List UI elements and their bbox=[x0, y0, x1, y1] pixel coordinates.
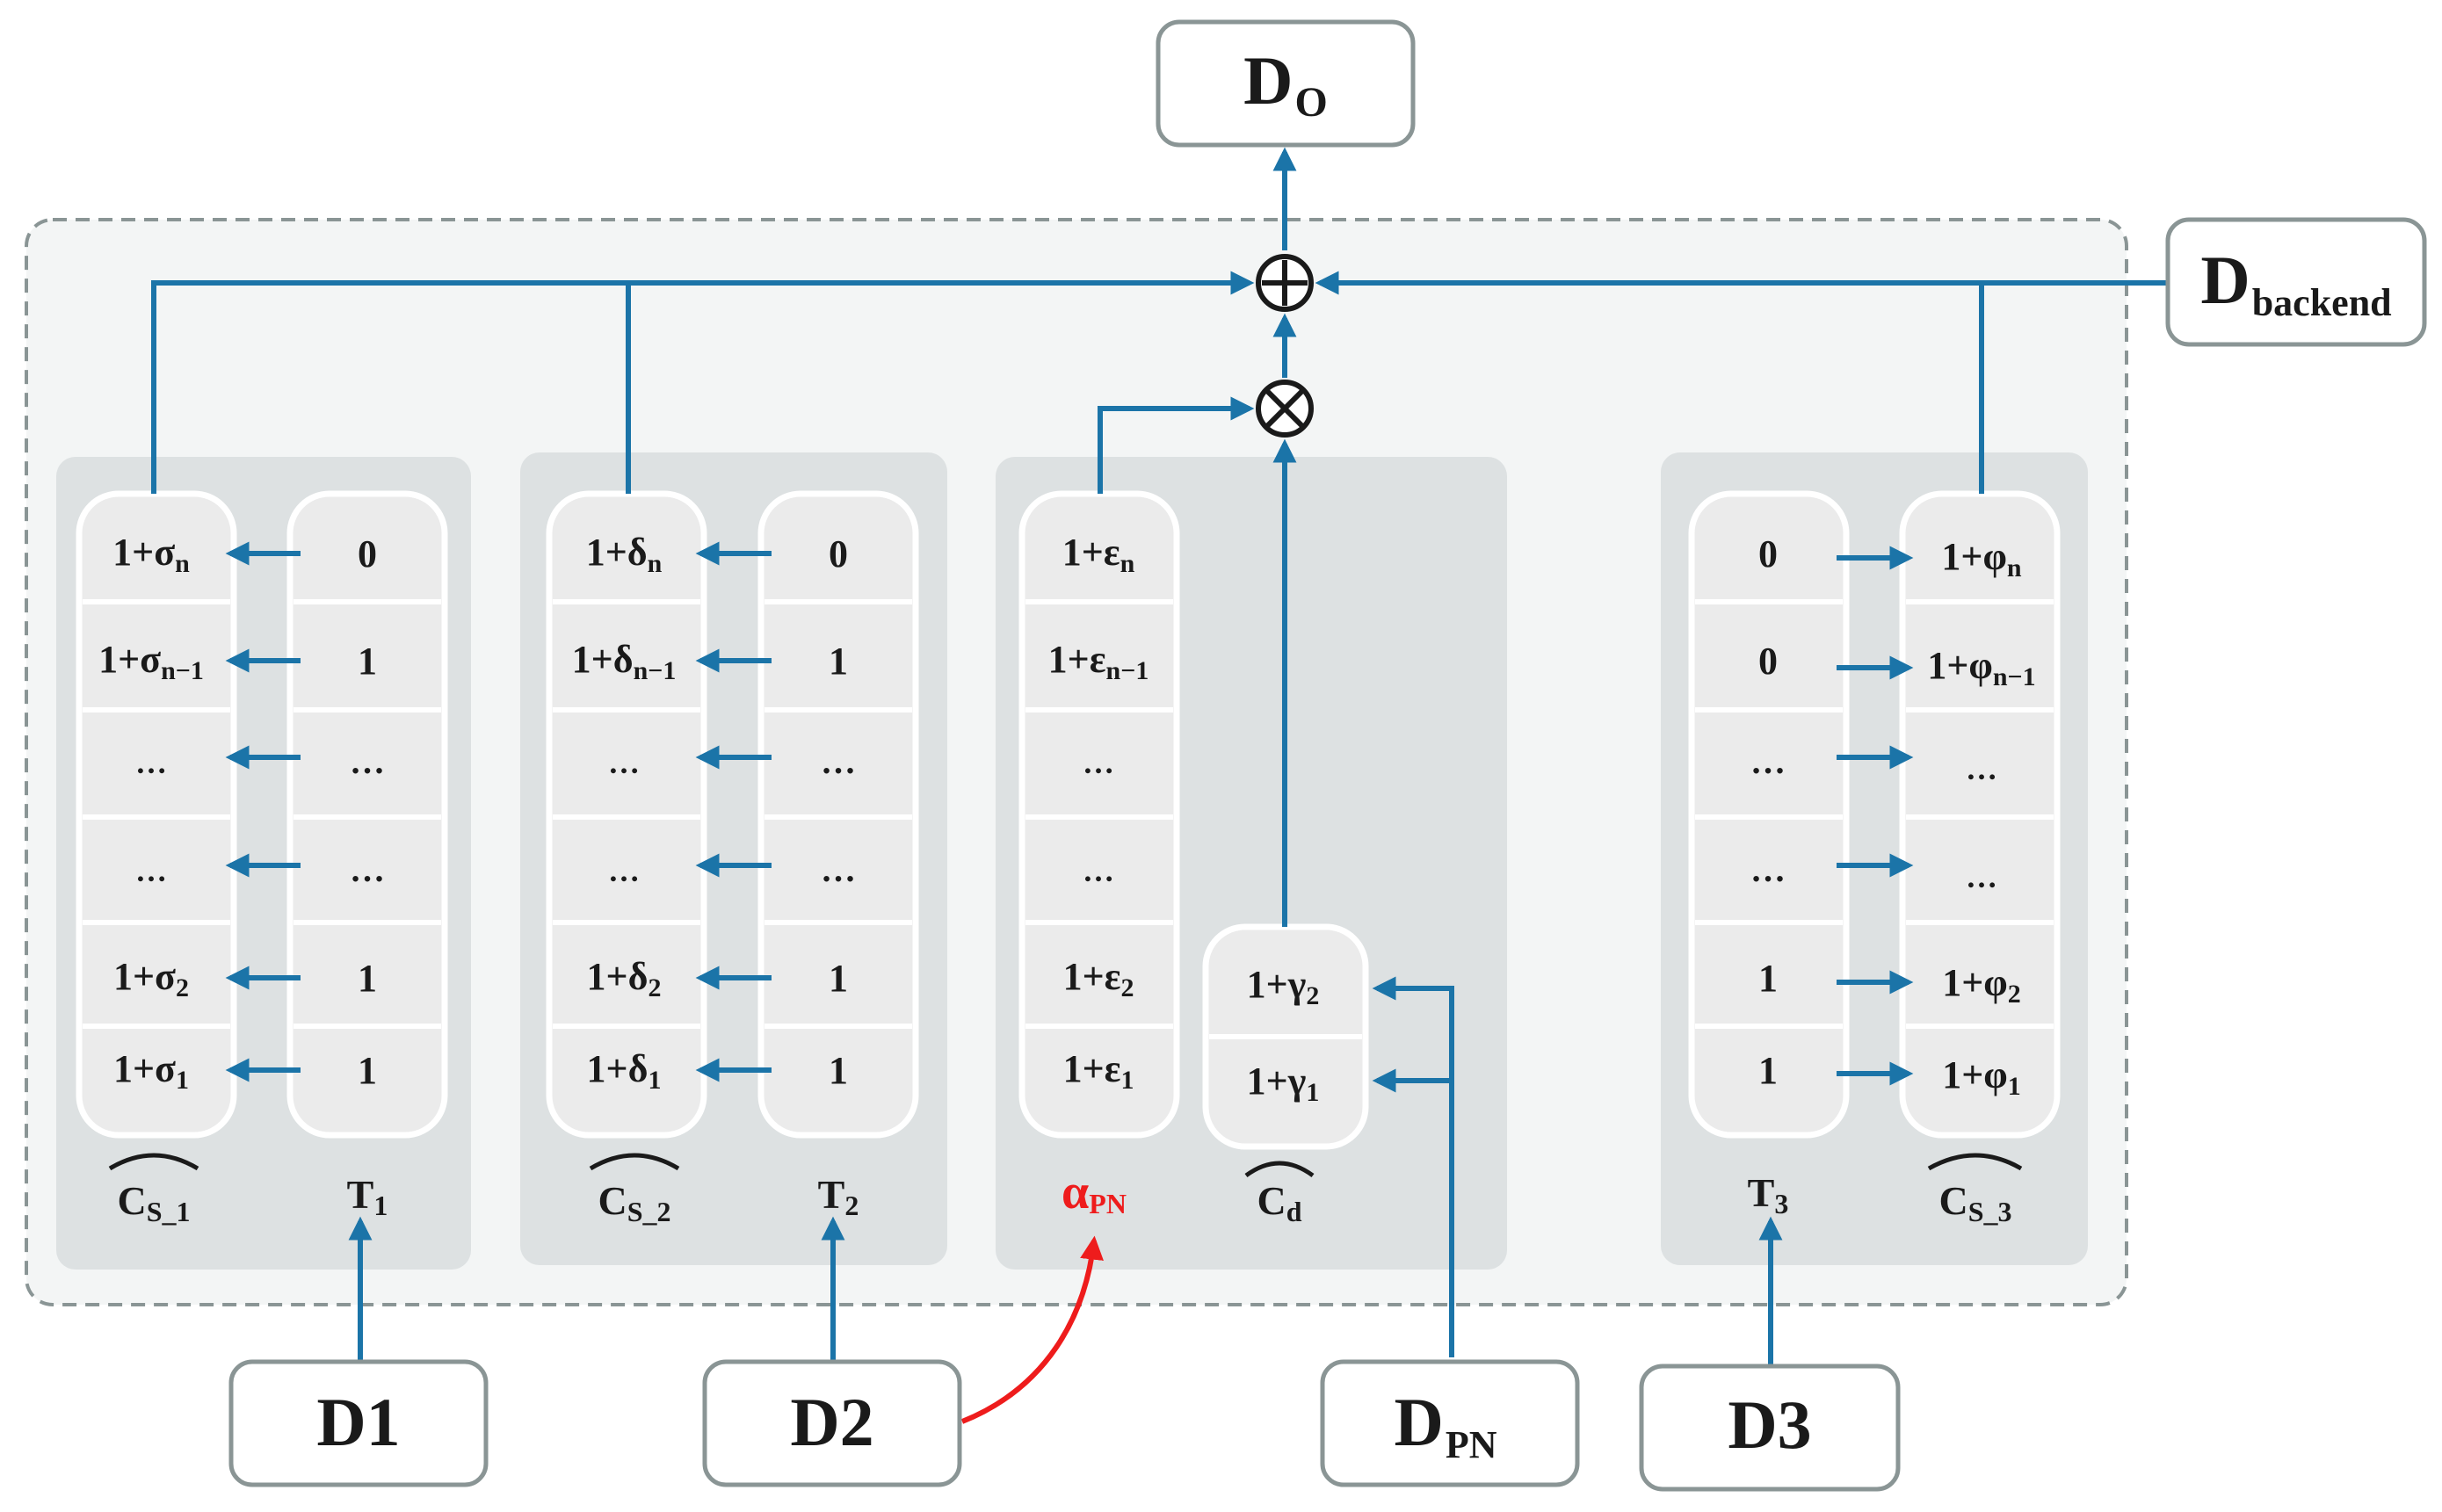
svg-text:1+γ1: 1+γ1 bbox=[1247, 1060, 1320, 1107]
label-cs1: CS_1 bbox=[117, 1178, 190, 1227]
column-t2 bbox=[757, 490, 919, 1139]
svg-text:…: … bbox=[135, 853, 167, 888]
svg-text:1+φ1: 1+φ1 bbox=[1942, 1053, 2021, 1101]
hat-cs2-icon bbox=[589, 1153, 680, 1171]
label-t3: T3 bbox=[1748, 1170, 1789, 1219]
box-d2 bbox=[702, 1359, 962, 1487]
svg-text:…: … bbox=[1750, 850, 1786, 889]
svg-text:0: 0 bbox=[829, 532, 848, 575]
column-t3 bbox=[1688, 490, 1850, 1139]
label-dbackend: Dbackend bbox=[2200, 242, 2391, 324]
svg-text:…: … bbox=[350, 850, 385, 889]
svg-text:1+σn−1: 1+σn−1 bbox=[98, 638, 204, 685]
box-d3 bbox=[1639, 1364, 1901, 1492]
svg-text:1+φn−1: 1+φn−1 bbox=[1927, 644, 2035, 691]
svg-text:…: … bbox=[1966, 859, 1997, 894]
column-epsilon bbox=[1018, 490, 1180, 1139]
label-d2: D2 bbox=[790, 1384, 873, 1460]
svg-text:1+εn−1: 1+εn−1 bbox=[1048, 638, 1149, 685]
svg-text:1: 1 bbox=[1758, 957, 1778, 1000]
svg-text:…: … bbox=[608, 745, 640, 780]
label-t1: T1 bbox=[347, 1172, 388, 1221]
box-dbackend bbox=[2165, 217, 2427, 347]
svg-text:0: 0 bbox=[1758, 640, 1778, 683]
svg-text:1+ε2: 1+ε2 bbox=[1063, 955, 1134, 1002]
arrow-d2-to-alpha bbox=[960, 1235, 1104, 1424]
svg-text:1+δn: 1+δn bbox=[586, 531, 663, 578]
svg-text:…: … bbox=[1083, 745, 1114, 780]
epsilon-cells: 1+εn 1+εn−1 … … 1+ε2 1+ε1 bbox=[1048, 531, 1149, 1095]
svg-text:1: 1 bbox=[829, 957, 848, 1000]
box-do bbox=[1156, 19, 1416, 148]
column-cd bbox=[1202, 923, 1369, 1150]
svg-text:1+δ1: 1+δ1 bbox=[587, 1047, 662, 1095]
label-cs2: CS_2 bbox=[598, 1178, 670, 1227]
label-t2: T2 bbox=[818, 1172, 859, 1221]
label-dpn: DPN bbox=[1395, 1384, 1497, 1466]
svg-text:1: 1 bbox=[358, 640, 377, 683]
bus-left bbox=[151, 271, 1255, 494]
svg-text:1+σn: 1+σn bbox=[112, 531, 190, 578]
svg-text:…: … bbox=[1966, 751, 1997, 786]
hat-cd-icon bbox=[1244, 1161, 1315, 1178]
label-alpha-pn: αPN bbox=[1062, 1165, 1127, 1219]
t3-cells: 0 0 … … 1 1 bbox=[1750, 532, 1786, 1092]
svg-text:…: … bbox=[1750, 742, 1786, 781]
arrows-t1-to-cs1 bbox=[225, 541, 301, 1082]
svg-text:1: 1 bbox=[829, 640, 848, 683]
cs1-cells: 1+σn 1+σn−1 … … 1+σ2 1+σ1 bbox=[98, 531, 204, 1095]
plus-operator-icon bbox=[1256, 254, 1314, 312]
svg-text:…: … bbox=[1083, 853, 1114, 888]
cs3-cells: 1+φn 1+φn−1 … … 1+φ2 1+φ1 bbox=[1927, 535, 2035, 1101]
column-cs2 bbox=[546, 490, 707, 1139]
svg-text:1+εn: 1+εn bbox=[1062, 531, 1135, 578]
svg-text:…: … bbox=[135, 745, 167, 780]
svg-text:1: 1 bbox=[358, 1049, 377, 1092]
svg-text:…: … bbox=[821, 742, 856, 781]
svg-text:1: 1 bbox=[829, 1049, 848, 1092]
column-t1 bbox=[286, 490, 448, 1139]
arrows-t2-to-cs2 bbox=[695, 541, 772, 1082]
svg-text:1: 1 bbox=[1758, 1049, 1778, 1092]
svg-text:1+σ2: 1+σ2 bbox=[113, 955, 189, 1002]
svg-text:1: 1 bbox=[358, 957, 377, 1000]
svg-text:1+σ1: 1+σ1 bbox=[113, 1047, 189, 1095]
box-d1 bbox=[228, 1359, 489, 1487]
svg-text:…: … bbox=[608, 853, 640, 888]
label-d3: D3 bbox=[1728, 1386, 1811, 1463]
svg-text:1+γ2: 1+γ2 bbox=[1247, 963, 1320, 1010]
cd-cells: 1+γ2 1+γ1 bbox=[1247, 963, 1320, 1107]
label-do: DO bbox=[1243, 42, 1328, 126]
times-operator-icon bbox=[1256, 380, 1314, 438]
cs2-cells: 1+δn 1+δn−1 … … 1+δ2 1+δ1 bbox=[572, 531, 677, 1095]
t2-cells: 0 1 … … 1 1 bbox=[821, 532, 856, 1092]
label-cs3: CS_3 bbox=[1938, 1178, 2011, 1227]
svg-text:1+ε1: 1+ε1 bbox=[1063, 1047, 1134, 1095]
column-cs1 bbox=[76, 490, 237, 1139]
svg-text:1+φn: 1+φn bbox=[1941, 535, 2022, 582]
t1-cells: 0 1 … … 1 1 bbox=[350, 532, 385, 1092]
svg-text:0: 0 bbox=[358, 532, 377, 575]
svg-text:…: … bbox=[821, 850, 856, 889]
hat-cs3-icon bbox=[1927, 1153, 2023, 1171]
svg-text:…: … bbox=[350, 742, 385, 781]
arrows-t3-to-cs3 bbox=[1837, 546, 1914, 1086]
arrow-dpn-to-cd-2 bbox=[1372, 976, 1454, 1357]
svg-text:1+δ2: 1+δ2 bbox=[587, 955, 662, 1002]
column-cs3 bbox=[1899, 490, 2061, 1139]
svg-text:0: 0 bbox=[1758, 532, 1778, 575]
svg-text:1+φ2: 1+φ2 bbox=[1942, 961, 2021, 1009]
arrow-epsilon-to-times bbox=[1098, 396, 1255, 494]
label-d1: D1 bbox=[316, 1384, 400, 1460]
box-dpn bbox=[1320, 1359, 1580, 1487]
label-cd: Cd bbox=[1257, 1178, 1301, 1227]
hat-cs1-icon bbox=[108, 1153, 199, 1171]
svg-text:1+δn−1: 1+δn−1 bbox=[572, 638, 677, 685]
